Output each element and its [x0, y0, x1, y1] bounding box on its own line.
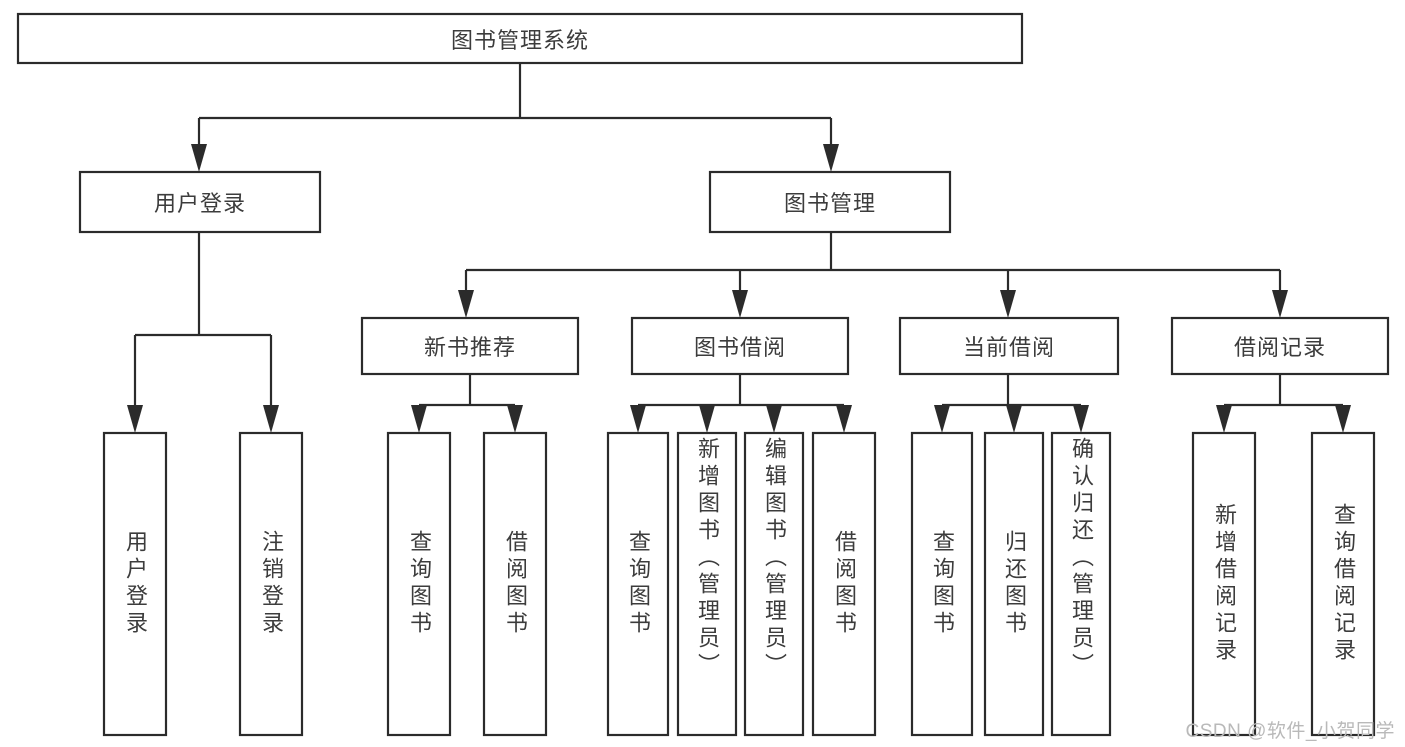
- node-level2-box-book-management[interactable]: [708, 170, 952, 234]
- arrow-head-leaf-addrecord: [1216, 405, 1232, 433]
- node-leaf-box-edit-book[interactable]: [743, 431, 805, 737]
- arrow-head-current: [1000, 290, 1016, 318]
- node-leaf-box-add-book[interactable]: [676, 431, 738, 737]
- node-leaf-box-add-borrow-record[interactable]: [1191, 431, 1257, 737]
- arrow-head-leaf-return: [1006, 405, 1022, 433]
- arrow-head-leaf-queryrecord: [1335, 405, 1351, 433]
- node-leaf-box-query-book-2[interactable]: [606, 431, 670, 737]
- node-leaf-box-logout[interactable]: [238, 431, 304, 737]
- node-leaf-box-return-book[interactable]: [983, 431, 1045, 737]
- node-level3-box-borrow-record[interactable]: [1170, 316, 1390, 376]
- node-level3-box-new-book-recommend[interactable]: [360, 316, 580, 376]
- node-level3-box-book-borrow[interactable]: [630, 316, 850, 376]
- arrow-head-leaf-query-3: [934, 405, 950, 433]
- arrow-head-record: [1272, 290, 1288, 318]
- node-leaf-box-confirm-return[interactable]: [1050, 431, 1112, 737]
- node-leaf-box-query-book-1[interactable]: [386, 431, 452, 737]
- connector-group-userlogin: [127, 232, 279, 433]
- arrow-head-leaf-borrow-1: [507, 405, 523, 433]
- arrow-head-bookmgmt: [823, 144, 839, 172]
- node-leaf-box-borrow-book-1[interactable]: [482, 431, 548, 737]
- connector-group-current: [934, 374, 1089, 433]
- connector-group-borrow: [630, 374, 852, 433]
- arrow-head-leaf-userlogin: [127, 405, 143, 433]
- node-root-box[interactable]: [16, 12, 1024, 65]
- arrow-head-leaf-query-1: [411, 405, 427, 433]
- connector-group-newbook: [411, 374, 523, 433]
- node-leaf-box-query-book-3[interactable]: [910, 431, 974, 737]
- node-leaf-box-user-login[interactable]: [102, 431, 168, 737]
- arrow-head-leaf-editbook: [766, 405, 782, 433]
- node-leaf-box-query-borrow-record[interactable]: [1310, 431, 1376, 737]
- node-level3-box-current-borrow[interactable]: [898, 316, 1120, 376]
- arrow-head-leaf-confirm-return: [1073, 405, 1089, 433]
- node-leaf-box-borrow-book-2[interactable]: [811, 431, 877, 737]
- connector-group-record: [1216, 374, 1351, 433]
- arrow-head-leaf-query-2: [630, 405, 646, 433]
- arrow-head-borrow: [732, 290, 748, 318]
- connector-group-bookmgmt: [458, 232, 1288, 318]
- arrow-head-leaf-borrow-2: [836, 405, 852, 433]
- arrow-head-newbook: [458, 290, 474, 318]
- node-level2-box-user-login[interactable]: [78, 170, 322, 234]
- connector-group-root: [191, 63, 839, 172]
- arrow-head-leaf-addbook: [699, 405, 715, 433]
- arrow-head-userlogin: [191, 144, 207, 172]
- arrow-head-leaf-logout: [263, 405, 279, 433]
